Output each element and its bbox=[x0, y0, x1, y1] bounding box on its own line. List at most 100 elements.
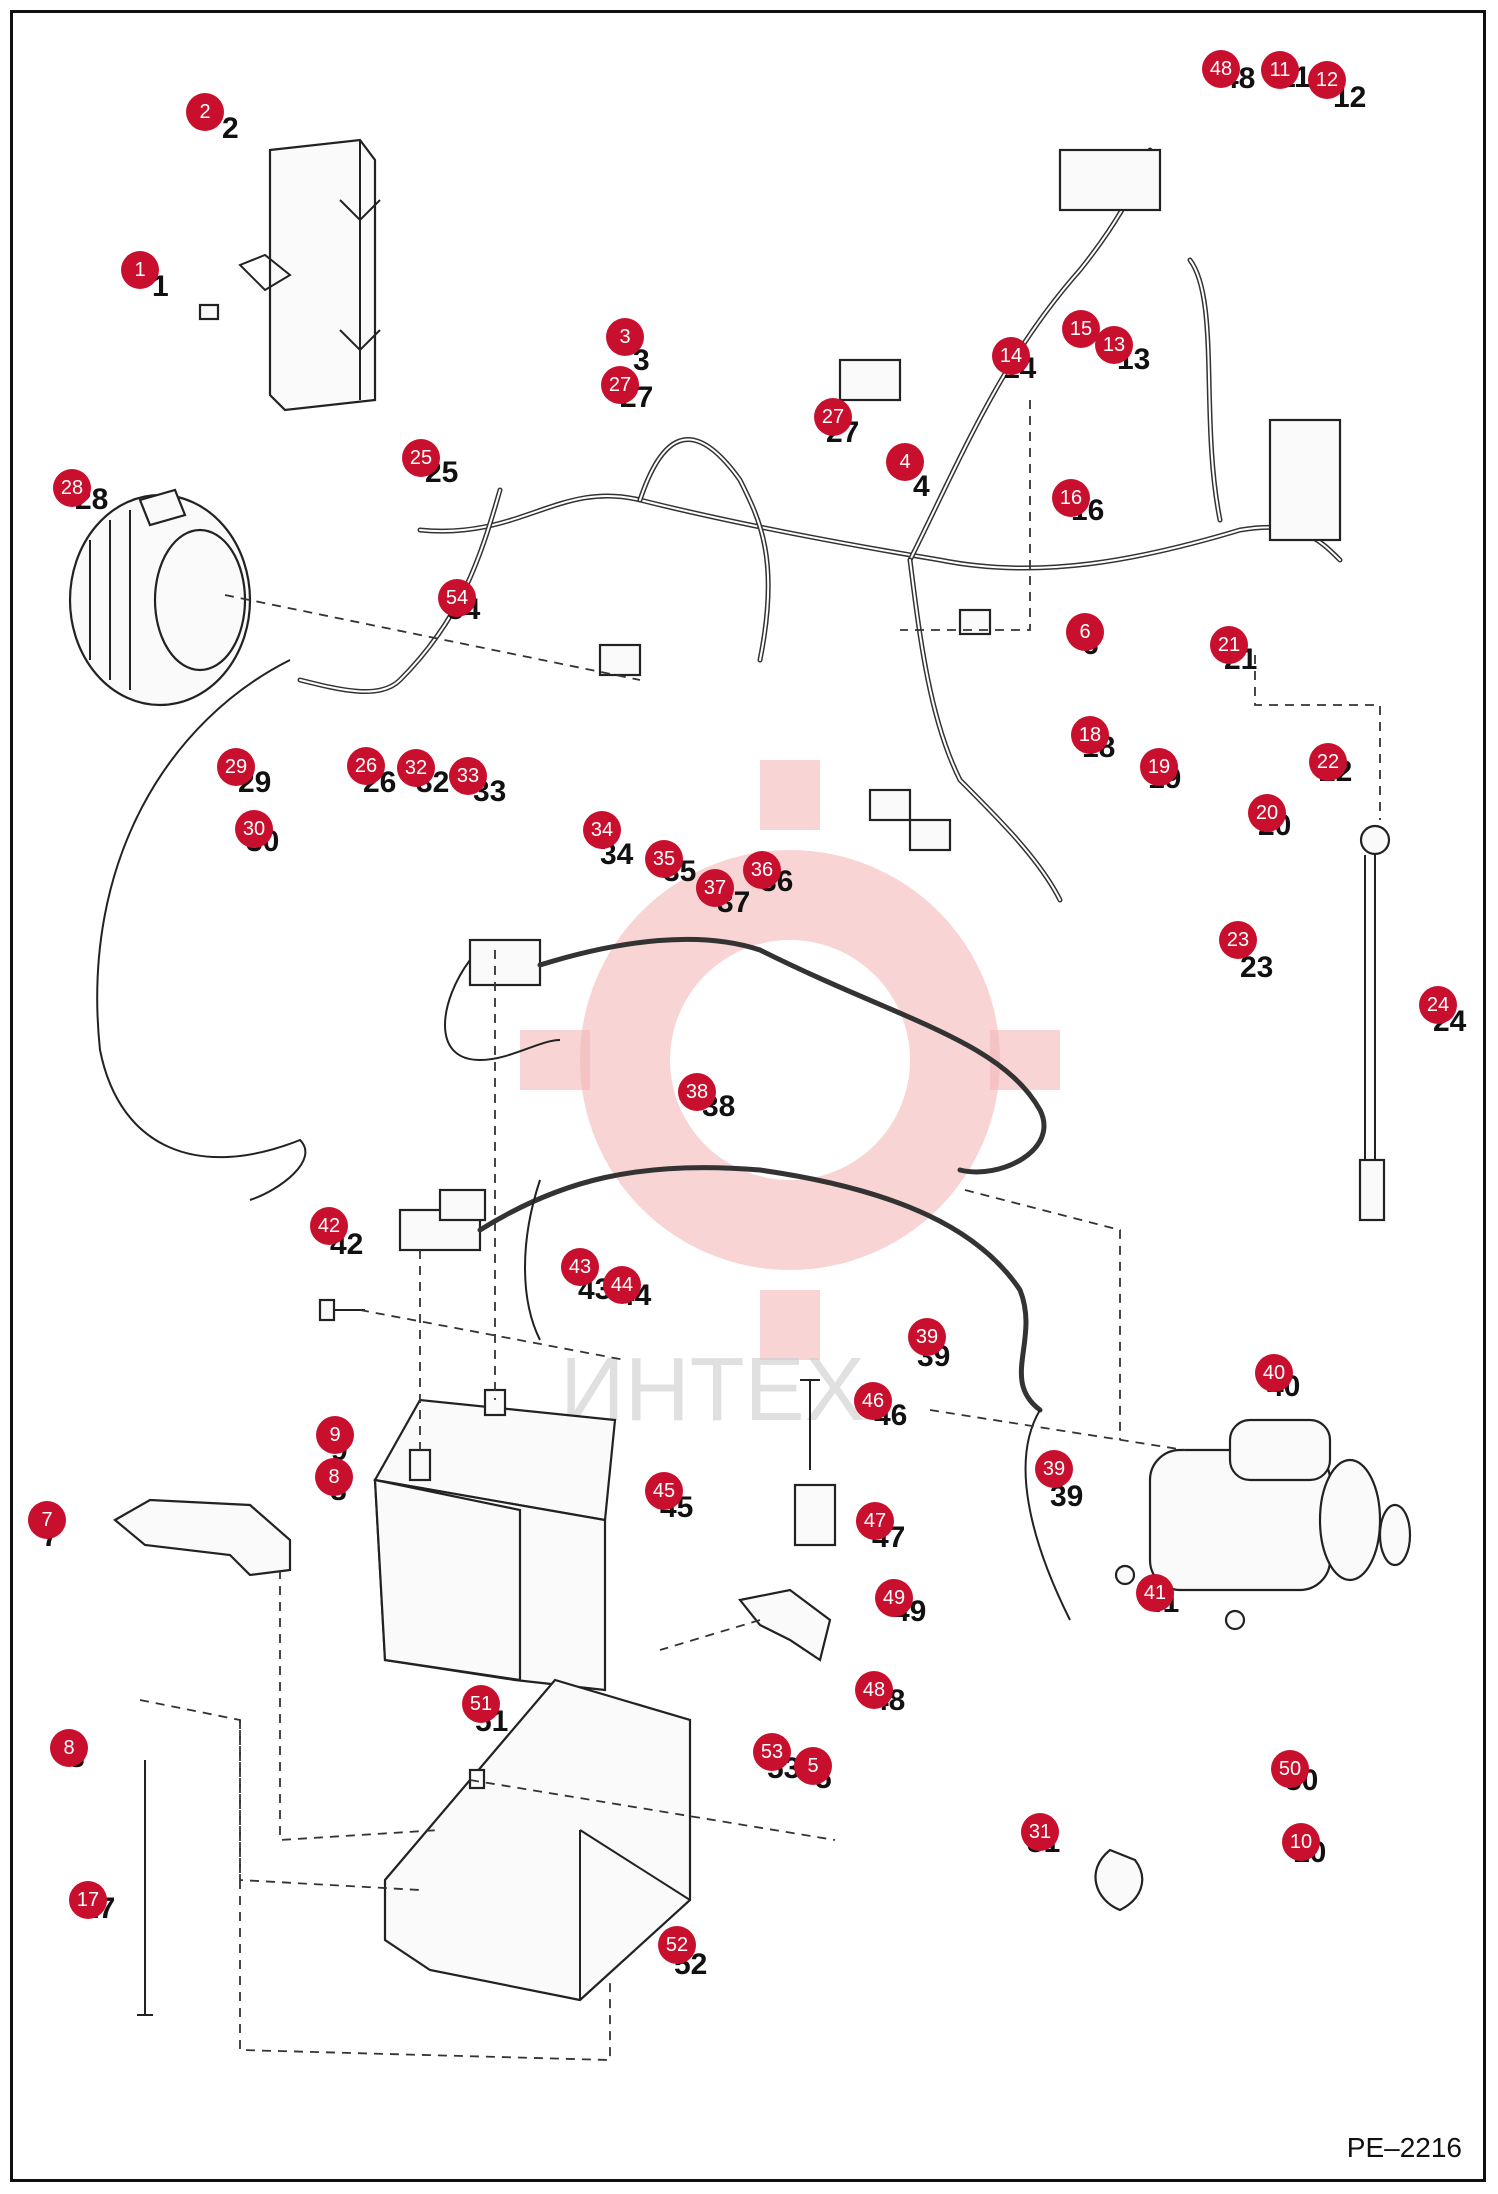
callout-number: 11 bbox=[1270, 59, 1291, 81]
callout-marker: 31 bbox=[1021, 1813, 1059, 1851]
callout-number: 50 bbox=[1279, 1758, 1301, 1780]
drawing-frame bbox=[10, 10, 1486, 2182]
callout-marker: 40 bbox=[1255, 1354, 1293, 1392]
callout-marker: 42 bbox=[310, 1207, 348, 1245]
callout-marker: 19 bbox=[1140, 748, 1178, 786]
callout-number: 26 bbox=[355, 755, 377, 777]
callout-marker: 38 bbox=[678, 1073, 716, 1111]
callout-marker: 2 bbox=[186, 93, 224, 131]
callout-marker: 50 bbox=[1271, 1750, 1309, 1788]
callout-marker: 11 bbox=[1261, 51, 1299, 89]
callout-number: 27 bbox=[609, 374, 631, 396]
callout-marker: 7 bbox=[28, 1501, 66, 1539]
callout-number: 49 bbox=[883, 1587, 905, 1609]
battery-hold-down bbox=[113, 1498, 292, 1577]
callout-number: 47 bbox=[864, 1510, 886, 1532]
callout-marker: 16 bbox=[1052, 479, 1090, 517]
callout-number: 12 bbox=[1316, 69, 1338, 91]
callout-marker: 22 bbox=[1309, 743, 1347, 781]
callout-number: 8 bbox=[63, 1737, 74, 1759]
callout-number: 45 bbox=[653, 1480, 675, 1502]
callout-marker: 32 bbox=[397, 749, 435, 787]
callout-number: 3 bbox=[619, 326, 630, 348]
part-number-label: 2 bbox=[222, 112, 239, 145]
callout-number: 41 bbox=[1144, 1582, 1166, 1604]
callout-marker: 4 bbox=[886, 443, 924, 481]
callout-number: 31 bbox=[1029, 1821, 1051, 1843]
callout-number: 53 bbox=[761, 1741, 783, 1763]
callout-marker: 8 bbox=[50, 1729, 88, 1767]
callout-marker: 43 bbox=[561, 1248, 599, 1286]
callout-marker: 1 bbox=[121, 251, 159, 289]
part-number-label: 4 bbox=[913, 470, 930, 503]
main-wire-harness bbox=[96, 147, 1343, 1201]
callout-number: 15 bbox=[1070, 318, 1092, 340]
callout-marker: 15 bbox=[1062, 310, 1100, 348]
callout-number: 27 bbox=[822, 406, 844, 428]
callout-marker: 25 bbox=[402, 439, 440, 477]
callout-marker: 3 bbox=[606, 318, 644, 356]
callout-number: 35 bbox=[653, 848, 675, 870]
callout-marker: 27 bbox=[814, 398, 852, 436]
callout-marker: 17 bbox=[69, 1881, 107, 1919]
callout-number: 39 bbox=[916, 1326, 938, 1348]
battery bbox=[373, 1388, 617, 1692]
callout-marker: 6 bbox=[1066, 613, 1104, 651]
callout-marker: 34 bbox=[583, 811, 621, 849]
starter-motor bbox=[1148, 1418, 1412, 1592]
callout-marker: 52 bbox=[658, 1926, 696, 1964]
callout-marker: 8 bbox=[315, 1458, 353, 1496]
callout-marker: 21 bbox=[1210, 626, 1248, 664]
callout-marker: 54 bbox=[438, 579, 476, 617]
alternator bbox=[68, 488, 252, 707]
callout-number: 22 bbox=[1317, 751, 1339, 773]
callout-marker: 53 bbox=[753, 1733, 791, 1771]
callout-marker: 51 bbox=[462, 1685, 500, 1723]
callout-marker: 44 bbox=[603, 1266, 641, 1304]
callout-number: 17 bbox=[77, 1889, 99, 1911]
callout-number: 20 bbox=[1256, 802, 1278, 824]
callout-marker: 9 bbox=[316, 1416, 354, 1454]
callout-number: 39 bbox=[1043, 1458, 1065, 1480]
callout-number: 33 bbox=[457, 765, 479, 787]
callout-number: 4 bbox=[899, 451, 910, 473]
callout-number: 18 bbox=[1079, 724, 1101, 746]
callout-number: 7 bbox=[41, 1509, 52, 1531]
callout-number: 52 bbox=[666, 1934, 688, 1956]
callout-number: 21 bbox=[1218, 634, 1240, 656]
callout-marker: 13 bbox=[1095, 326, 1133, 364]
callout-marker: 33 bbox=[449, 757, 487, 795]
callout-number: 24 bbox=[1427, 994, 1449, 1016]
assembly-lines bbox=[139, 400, 1381, 2061]
callout-marker: 23 bbox=[1219, 921, 1257, 959]
callout-marker: 37 bbox=[696, 869, 734, 907]
mounting-bracket bbox=[738, 1483, 837, 1662]
callout-number: 6 bbox=[1079, 621, 1090, 643]
callout-marker: 47 bbox=[856, 1502, 894, 1540]
callout-number: 16 bbox=[1060, 487, 1082, 509]
callout-marker: 27 bbox=[601, 366, 639, 404]
callout-marker: 14 bbox=[992, 337, 1030, 375]
callout-marker: 24 bbox=[1419, 986, 1457, 1024]
callout-number: 23 bbox=[1227, 929, 1249, 951]
callout-marker: 48 bbox=[1202, 50, 1240, 88]
battery-cables bbox=[398, 936, 1071, 1621]
callout-number: 9 bbox=[329, 1424, 340, 1446]
fasteners bbox=[137, 1298, 1246, 2016]
callout-marker: 35 bbox=[645, 840, 683, 878]
callout-number: 48 bbox=[863, 1679, 885, 1701]
callout-number: 29 bbox=[225, 756, 247, 778]
callout-marker: 18 bbox=[1071, 716, 1109, 754]
callout-marker: 26 bbox=[347, 747, 385, 785]
callout-number: 28 bbox=[61, 477, 83, 499]
callout-number: 37 bbox=[704, 877, 726, 899]
callout-number: 48 bbox=[1210, 58, 1232, 80]
callout-marker: 45 bbox=[645, 1472, 683, 1510]
callout-number: 25 bbox=[410, 447, 432, 469]
callout-number: 43 bbox=[569, 1256, 591, 1278]
callout-number: 2 bbox=[199, 101, 210, 123]
callout-marker: 39 bbox=[908, 1318, 946, 1356]
callout-marker: 28 bbox=[53, 469, 91, 507]
